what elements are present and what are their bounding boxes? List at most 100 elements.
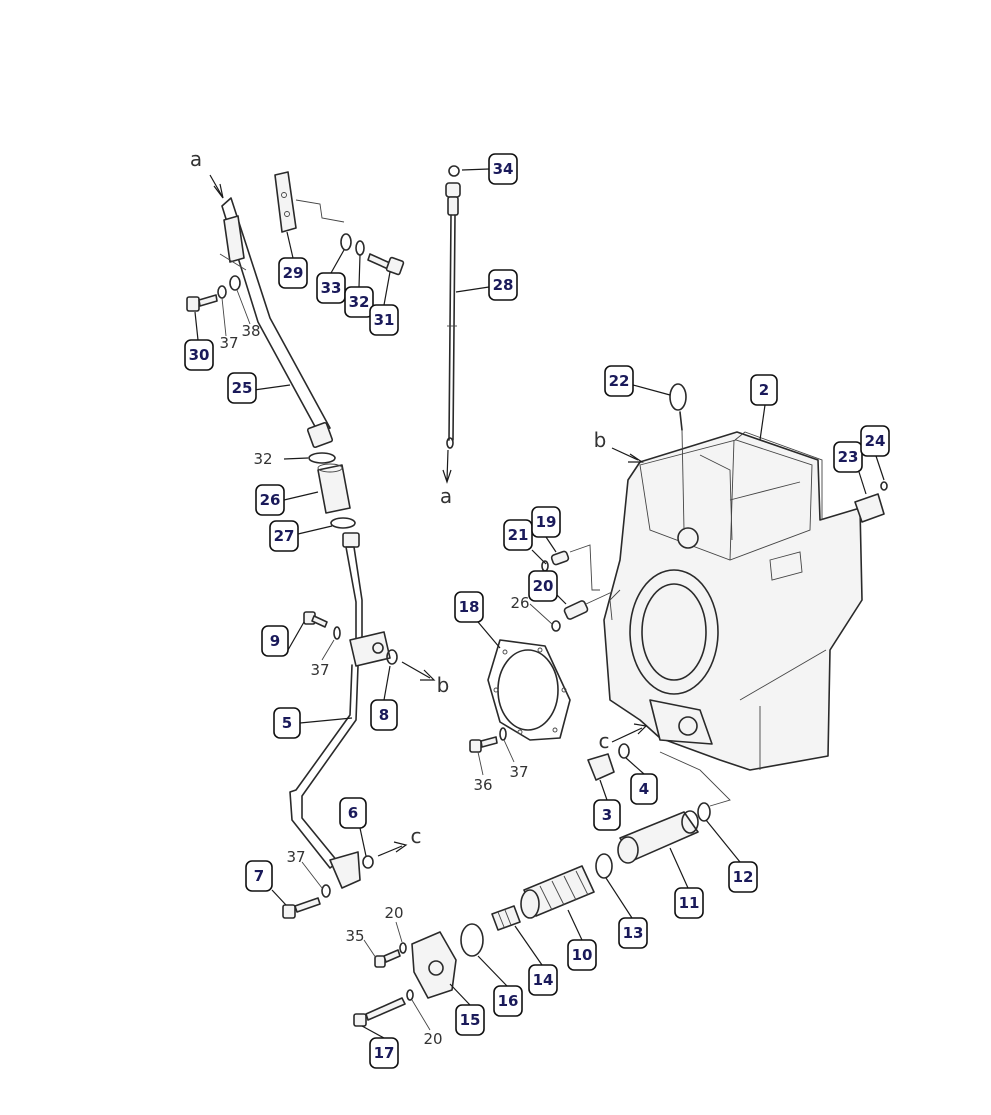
- filler-tube-upper: [209, 174, 334, 449]
- hose-and-clamps: [308, 452, 356, 529]
- filter-element: [460, 865, 595, 957]
- svg-text:15: 15: [460, 1011, 481, 1029]
- oring-6: [362, 841, 408, 869]
- bolt-set-upper-left: [186, 275, 241, 312]
- bracket: [274, 171, 345, 233]
- svg-text:31: 31: [374, 311, 395, 329]
- label-26-fitting: 26: [510, 594, 529, 612]
- label-37-bolt7: 37: [286, 848, 305, 866]
- callout-31[interactable]: 31: [369, 304, 399, 336]
- label-37-gasket: 37: [509, 763, 528, 781]
- svg-text:8: 8: [379, 706, 389, 724]
- callout-22[interactable]: 22: [604, 365, 634, 397]
- svg-text:29: 29: [283, 264, 304, 282]
- filler-tube-lower: [289, 532, 391, 889]
- svg-text:26: 26: [260, 491, 281, 509]
- eye-bolt: [669, 383, 687, 531]
- callout-13[interactable]: 13: [618, 917, 648, 949]
- callout-34[interactable]: 34: [488, 153, 518, 185]
- callout-2[interactable]: 2: [750, 374, 778, 406]
- callout-26[interactable]: 26: [255, 484, 285, 516]
- svg-text:12: 12: [733, 868, 754, 886]
- callout-17[interactable]: 17: [369, 1037, 399, 1069]
- callout-28[interactable]: 28: [488, 269, 518, 301]
- callout-5[interactable]: 5: [273, 707, 301, 739]
- svg-text:6: 6: [348, 804, 358, 822]
- svg-text:3: 3: [602, 806, 612, 824]
- callout-25[interactable]: 25: [227, 372, 257, 404]
- label-38: 38: [241, 322, 260, 340]
- strainer-assembly: [595, 751, 731, 879]
- arrow-b-case: [611, 447, 644, 463]
- svg-text:11: 11: [679, 894, 700, 912]
- svg-text:2: 2: [759, 381, 769, 399]
- label-20-lower: 20: [423, 1030, 442, 1048]
- filter-cover: [353, 931, 457, 1027]
- svg-text:30: 30: [189, 346, 210, 364]
- svg-text:27: 27: [274, 527, 295, 545]
- label-37-upper: 37: [219, 334, 238, 352]
- bolt-set-upper-right: [340, 233, 405, 276]
- svg-text:25: 25: [232, 379, 253, 397]
- transmission-case: [603, 431, 863, 771]
- svg-text:32: 32: [349, 293, 370, 311]
- svg-text:19: 19: [536, 513, 557, 531]
- callout-16[interactable]: 16: [493, 985, 523, 1017]
- svg-text:24: 24: [865, 432, 886, 450]
- callout-24[interactable]: 24: [860, 425, 890, 457]
- svg-text:18: 18: [459, 598, 480, 616]
- callout-9[interactable]: 9: [261, 625, 289, 657]
- svg-text:22: 22: [609, 372, 630, 390]
- callout-10[interactable]: 10: [567, 939, 597, 971]
- callout-15[interactable]: 15: [455, 1004, 485, 1036]
- cover-plate: [854, 481, 888, 523]
- callout-33[interactable]: 33: [316, 272, 346, 304]
- dipstick: [442, 165, 461, 484]
- callout-19[interactable]: 19: [531, 506, 561, 538]
- callout-29[interactable]: 29: [278, 257, 308, 289]
- callout-18[interactable]: 18: [454, 591, 484, 623]
- callout-14[interactable]: 14: [528, 964, 558, 996]
- callout-12[interactable]: 12: [728, 861, 758, 893]
- label-c-plug: c: [599, 729, 610, 753]
- drain-plug: [587, 723, 648, 781]
- callout-27[interactable]: 27: [269, 520, 299, 552]
- svg-text:5: 5: [282, 714, 292, 732]
- svg-text:10: 10: [572, 946, 593, 964]
- callout-7[interactable]: 7: [245, 860, 273, 892]
- gasket: [487, 639, 571, 741]
- svg-text:28: 28: [493, 276, 514, 294]
- label-c-tube: c: [411, 824, 422, 848]
- bolt-36: [469, 727, 507, 753]
- svg-text:4: 4: [639, 780, 649, 798]
- label-a-dipstick: a: [440, 484, 452, 508]
- bolt-9: [303, 611, 341, 640]
- callout-11[interactable]: 11: [674, 887, 704, 919]
- callout-6[interactable]: 6: [339, 797, 367, 829]
- svg-text:20: 20: [533, 577, 554, 595]
- fittings: [541, 544, 613, 632]
- callout-4[interactable]: 4: [630, 773, 658, 805]
- svg-text:23: 23: [838, 448, 859, 466]
- label-32-hose: 32: [253, 450, 272, 468]
- label-35: 35: [345, 927, 364, 945]
- label-b-tube: b: [437, 673, 450, 697]
- callout-20[interactable]: 20: [528, 570, 558, 602]
- callout-3[interactable]: 3: [593, 799, 621, 831]
- leader-lines: [194, 168, 885, 1039]
- label-a-upper: a: [190, 147, 202, 171]
- callout-32[interactable]: 32: [344, 286, 374, 318]
- label-36: 36: [473, 776, 492, 794]
- callout-8[interactable]: 8: [370, 699, 398, 731]
- callout-23[interactable]: 23: [833, 441, 863, 473]
- oring-8: [386, 649, 436, 681]
- svg-text:7: 7: [254, 867, 264, 885]
- svg-text:34: 34: [493, 160, 514, 178]
- svg-text:17: 17: [374, 1044, 395, 1062]
- svg-text:33: 33: [321, 279, 342, 297]
- label-20-upper: 20: [384, 904, 403, 922]
- svg-text:21: 21: [508, 526, 529, 544]
- callout-21[interactable]: 21: [503, 519, 533, 551]
- callout-30[interactable]: 30: [184, 339, 214, 371]
